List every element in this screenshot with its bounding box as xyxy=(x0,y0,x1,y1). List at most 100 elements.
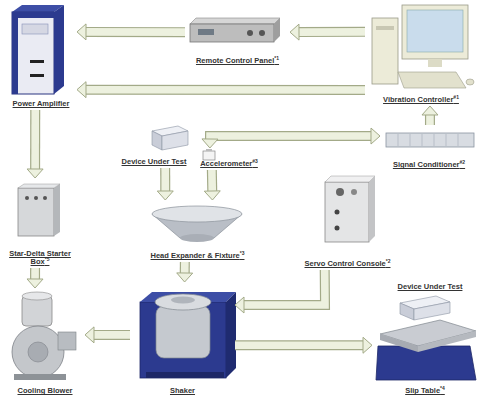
rack-lines xyxy=(398,134,458,146)
slip-base xyxy=(376,346,476,380)
equipment-node: Shaker xyxy=(130,282,235,397)
computer-stand xyxy=(428,59,442,67)
console-side xyxy=(369,176,375,242)
flow-arrow xyxy=(85,327,130,343)
console-top xyxy=(325,176,375,182)
cabinet-stripe xyxy=(12,12,18,94)
footnote-mark: #1 xyxy=(453,94,459,100)
footnote-mark: *5 xyxy=(45,256,50,262)
equipment-label: Signal Conditioner#2 xyxy=(380,161,478,170)
cabinet-front xyxy=(12,12,54,94)
flow-arrow xyxy=(235,337,372,353)
slip-plate-edge xyxy=(418,331,476,352)
flow-arrow xyxy=(77,82,365,98)
cabinet-slot xyxy=(30,60,44,63)
expander-base xyxy=(180,234,214,242)
equipment-name: Power Amplifier xyxy=(13,99,70,108)
arrow-head xyxy=(202,139,218,148)
arrow-body xyxy=(235,341,363,349)
arrow-body xyxy=(94,331,130,339)
arrow-outline xyxy=(299,27,365,37)
panel-top xyxy=(190,18,280,24)
arrow-body xyxy=(31,110,39,169)
arrow-head xyxy=(27,169,43,178)
flow-arrow xyxy=(235,270,325,313)
blower-outlet xyxy=(58,332,76,350)
footnote-mark: *4 xyxy=(440,385,445,391)
console-button xyxy=(335,226,340,231)
arrow-outline xyxy=(94,330,130,340)
computer-screen xyxy=(407,10,463,52)
arrow-outline xyxy=(210,136,371,139)
equipment-node: Accelerometer#3 xyxy=(196,148,262,170)
arrow-outline xyxy=(86,85,365,95)
equipment-label: Star-Delta Starter Box*5 xyxy=(5,250,75,267)
blower-unit xyxy=(12,292,76,380)
equipment-label: Accelerometer#3 xyxy=(196,160,262,169)
starter-box xyxy=(18,184,60,236)
flow-arrow xyxy=(77,24,185,40)
arrow-body xyxy=(161,168,169,191)
arrow-head xyxy=(85,327,94,343)
servo-console xyxy=(325,176,375,242)
equipment-name: Slip Table xyxy=(405,386,440,395)
equipment-label: Head Expander & Fixture*3 xyxy=(140,252,255,261)
equipment-label: Cooling Blower xyxy=(5,387,85,396)
equipment-name: Accelerometer xyxy=(200,159,252,168)
cabinet-panel xyxy=(22,24,48,34)
footnote-mark: *1 xyxy=(274,55,279,61)
arrow-outline xyxy=(30,110,40,169)
equipment-node: Servo Control Console*2 xyxy=(300,170,395,270)
device-side xyxy=(152,131,162,150)
equipment-node: Power Amplifier xyxy=(5,3,77,110)
arrow-body xyxy=(299,28,365,36)
arrow-outline xyxy=(30,268,40,279)
equipment-node: Device Under Test xyxy=(390,282,470,322)
computer-tower xyxy=(372,18,398,84)
shaker-frame xyxy=(140,302,226,378)
cabinet-slot xyxy=(30,74,44,77)
flow-arrow xyxy=(204,170,220,200)
equipment-name: Star-Delta Starter Box xyxy=(9,249,71,267)
blower-motor xyxy=(22,296,52,326)
amplifier-cabinet xyxy=(12,5,64,94)
equipment-name: Device Under Test xyxy=(122,157,187,166)
accelerometer-sensor xyxy=(203,149,215,160)
arrow-head xyxy=(371,128,380,144)
console-body xyxy=(325,182,369,242)
arrow-head xyxy=(77,24,86,40)
remote-panel-unit xyxy=(190,18,280,42)
arrow-outline xyxy=(207,170,217,191)
sensor-cap xyxy=(206,149,212,151)
equipment-node: Remote Control Panel*1 xyxy=(185,15,290,67)
equipment-node: Cooling Blower xyxy=(5,288,85,397)
blower-housing xyxy=(12,326,64,378)
console-knob xyxy=(351,189,357,195)
shaker-armature xyxy=(155,294,211,310)
blower-base xyxy=(14,374,66,380)
equipment-name: Servo Control Console xyxy=(305,259,386,268)
arrow-head xyxy=(235,297,244,313)
panel-knob xyxy=(259,30,265,36)
arrow-outline xyxy=(235,340,363,350)
box-front xyxy=(18,188,54,236)
console-button xyxy=(335,210,340,215)
arrow-body xyxy=(31,268,39,279)
arrow-head xyxy=(363,337,372,353)
panel-display xyxy=(198,29,214,35)
equipment-node: Device Under Test xyxy=(114,123,194,168)
device-side xyxy=(400,303,414,320)
arrow-outline xyxy=(86,27,185,37)
slip-table-unit xyxy=(376,320,476,380)
blower-hub xyxy=(28,342,48,362)
arrow-head xyxy=(422,106,438,115)
box-lamp xyxy=(34,196,38,200)
arrow-outline xyxy=(425,115,435,125)
shaker-base xyxy=(146,372,224,378)
arrow-head xyxy=(290,24,299,40)
footnote-mark: #2 xyxy=(460,159,466,165)
equipment-node: Star-Delta Starter Box*5 xyxy=(5,178,75,268)
equipment-label: Device Under Test xyxy=(114,158,194,167)
